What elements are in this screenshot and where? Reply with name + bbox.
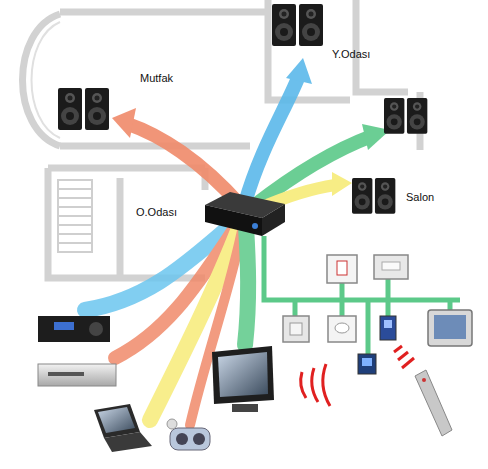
av-receiver [38,316,110,342]
room-streams [112,58,390,208]
remote-control [415,370,452,436]
cd-player [38,364,116,386]
room-label: Salon [404,191,436,204]
ir-waves [301,346,414,406]
room-label: O.Odası [134,206,179,219]
room-label: Y.Odası [330,48,372,61]
distribution-box [205,192,285,236]
room-label: Mutfak [138,72,175,85]
laptop [94,404,152,452]
radio [167,419,210,450]
control-panels [283,255,472,374]
television [212,346,274,412]
bay-window [32,22,61,138]
stairs [58,180,92,252]
